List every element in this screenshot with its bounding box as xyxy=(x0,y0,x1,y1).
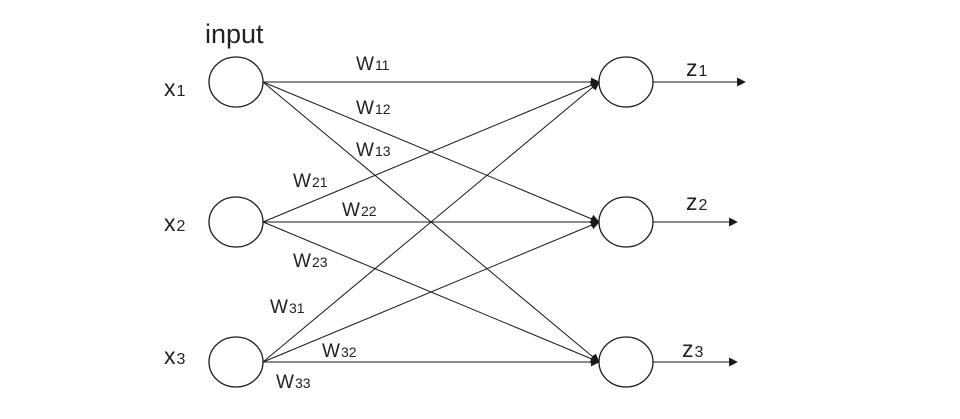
input-layer-title: input xyxy=(205,19,264,49)
weight-label-w21: W21 xyxy=(293,171,328,192)
weight-label-w31: W31 xyxy=(270,297,305,318)
input-node-2 xyxy=(208,196,264,248)
nodes xyxy=(208,56,654,388)
weight-label-w23: W23 xyxy=(293,251,328,272)
edge-w32 xyxy=(262,220,600,363)
connections xyxy=(262,77,600,367)
weight-label-w32: W32 xyxy=(322,341,357,362)
input-label-x1: x1 xyxy=(164,75,186,101)
output-node-1 xyxy=(598,56,654,108)
weight-label-w22: W22 xyxy=(342,200,377,221)
weight-label-w13: W13 xyxy=(356,140,391,161)
input-label-x2: x2 xyxy=(164,210,186,236)
weight-label-w12: W12 xyxy=(356,98,391,119)
output-arrows xyxy=(653,77,746,367)
output-node-2 xyxy=(598,196,654,248)
input-node-1 xyxy=(208,56,264,108)
input-node-3 xyxy=(208,336,264,388)
node-labels: x1 x2 x3 z1 z2 z3 xyxy=(164,55,708,369)
output-label-z1: z1 xyxy=(686,55,708,81)
weight-label-w11: W11 xyxy=(356,54,390,75)
output-node-3 xyxy=(598,336,654,388)
edge-w21 xyxy=(262,80,600,223)
output-label-z3: z3 xyxy=(682,336,704,362)
output-label-z2: z2 xyxy=(686,189,708,215)
edge-w31 xyxy=(262,81,600,363)
input-label-x3: x3 xyxy=(164,343,186,369)
weight-label-w33: W33 xyxy=(276,372,311,393)
